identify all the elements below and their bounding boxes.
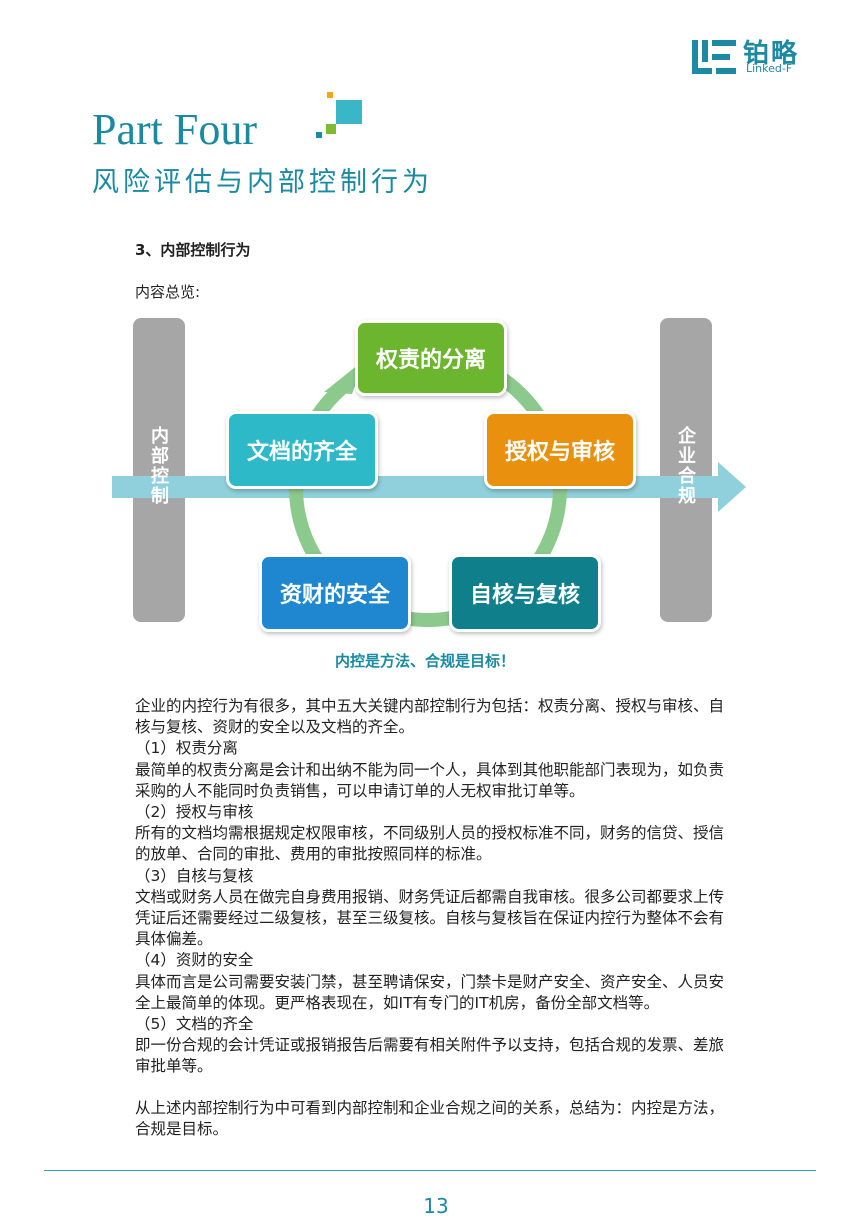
overview-label: 内容总览: [135,283,201,301]
node-documents: 文档的齐全 [226,411,378,489]
left-pillar-label: 内部控制 [148,426,169,506]
brand-name-en: Linked-F [746,62,793,75]
paragraph-gap [135,1078,725,1098]
flow-arrow [112,462,746,512]
intro-paragraph: 企业的内控行为有很多，其中五大关键内部控制行为包括：权责分离、授权与审核、自核与… [135,697,725,737]
item-heading: （2）授权与审核 [135,803,254,822]
diagram-caption: 内控是方法、合规是目标！ [334,652,515,670]
part-title: Part Four [92,105,257,154]
item-heading: （4）资财的安全 [135,951,254,970]
item-heading: （5）文档的齐全 [135,1015,254,1034]
right-pillar-label: 企业合规 [675,426,696,506]
item-text: 具体而言是公司需要安装门禁，甚至聘请保安，门禁卡是财产安全、资产安全、人员安全上… [135,972,725,1012]
right-pillar [660,318,712,622]
page-number: 13 [423,1194,449,1218]
brand-logo-icon [692,40,736,74]
footer-rule [44,1170,816,1171]
conclusion-paragraph: 从上述内部控制行为中可看到内部控制和企业合规之间的关系，总结为：内控是方法，合规… [135,1098,725,1138]
body-text: 企业的内控行为有很多，其中五大关键内部控制行为包括：权责分离、授权与审核、自核与… [135,696,725,1140]
item-heading: （1）权责分离 [135,739,238,758]
section-title: 3、内部控制行为 [135,241,251,259]
item-text: 文档或财务人员在做完自身费用报销、财务凭证后都需自我审核。很多公司都要求上传凭证… [135,887,725,949]
brand-name-cn: 铂略 [743,39,800,69]
node-authorization: 授权与审核 [484,411,636,489]
item-text: 即一份合规的会计凭证或报销报告后需要有相关附件予以支持，包括合规的发票、差旅审批… [135,1036,725,1076]
item-text: 最简单的权责分离是会计和出纳不能为同一个人，具体到其他职能部门表现为，如负责采购… [135,760,725,800]
item-heading: （3）自核与复核 [135,866,254,885]
item-text: 所有的文档均需根据规定权限审核，不同级别人员的授权标准不同，财务的信贷、授信的放… [135,824,725,864]
node-asset-safety: 资财的安全 [259,554,411,632]
decorative-squares-icon [316,92,362,138]
left-pillar [133,318,185,622]
node-self-check: 自核与复核 [449,554,601,632]
node-separation: 权责的分离 [355,320,507,396]
part-subtitle: 风险评估与内部控制行为 [92,167,433,198]
